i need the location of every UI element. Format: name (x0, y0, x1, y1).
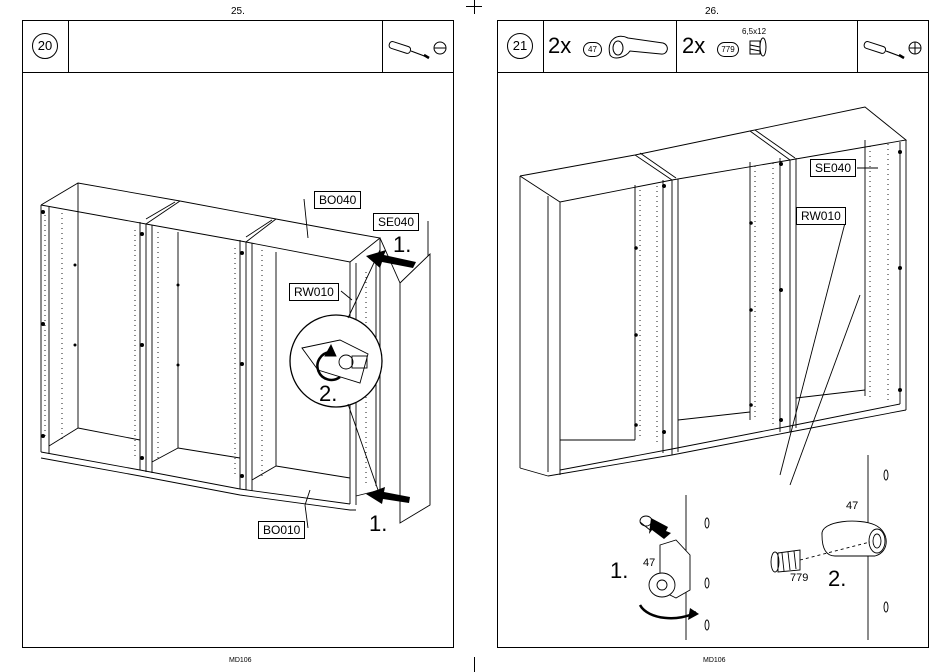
detail-part-47-left: 47 (643, 557, 655, 569)
footer-code-right: MD106 (703, 657, 726, 664)
action-2: 2. (828, 566, 846, 592)
detail-screw-779: 779 (790, 572, 808, 584)
label-rw010: RW010 (796, 207, 846, 225)
detail-part-47-right: 47 (846, 500, 858, 512)
label-se040: SE040 (810, 159, 856, 177)
action-1: 1. (610, 558, 628, 584)
